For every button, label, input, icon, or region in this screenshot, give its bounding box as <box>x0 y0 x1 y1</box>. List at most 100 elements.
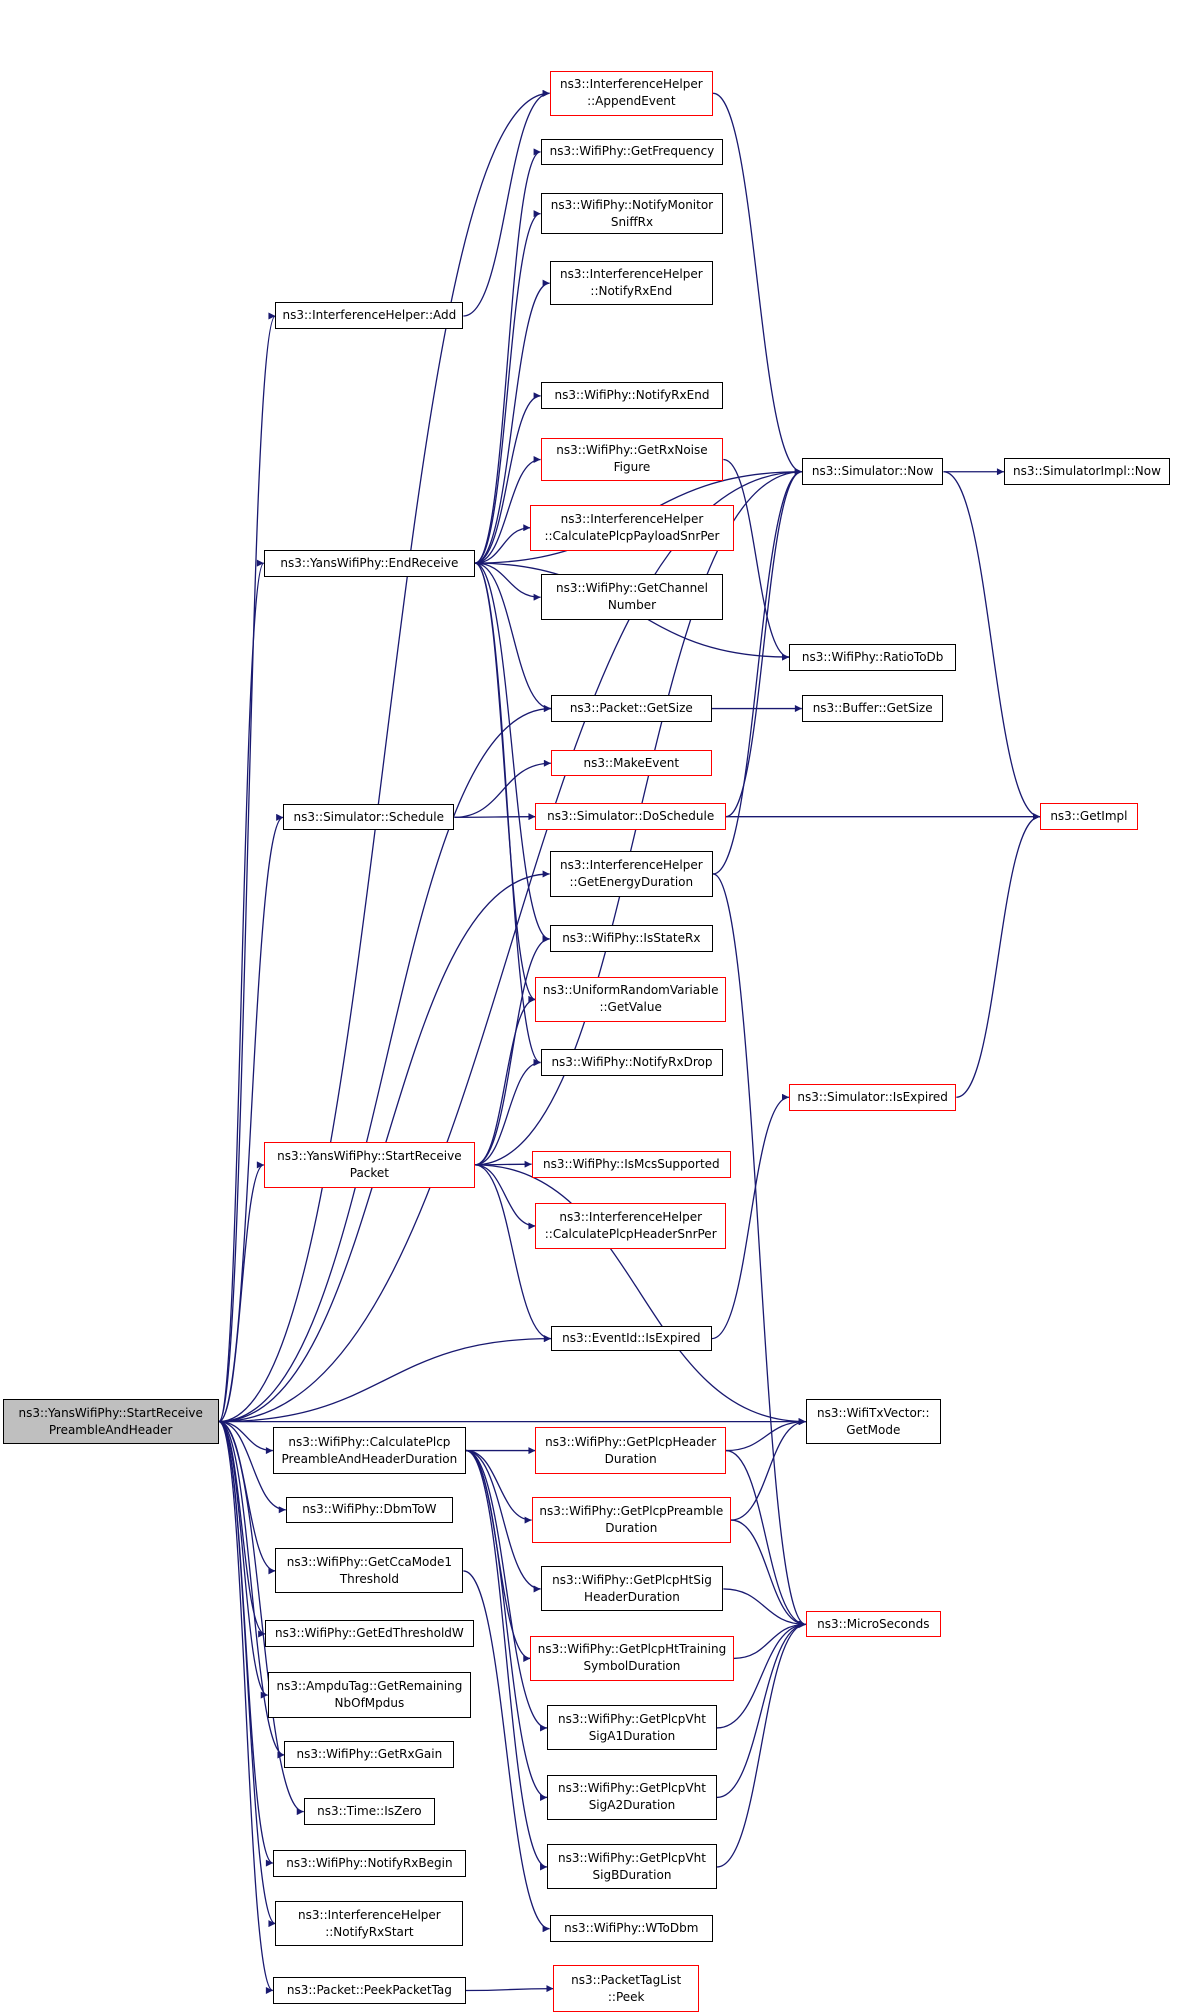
node-sim-schedule[interactable]: ns3::Simulator::Schedule <box>283 804 455 831</box>
node-time-iszero[interactable]: ns3::Time::IsZero <box>303 1798 436 1826</box>
edge-sim-schedule-to-makeevent <box>454 759 551 818</box>
edge-endreceive-to-getrxnoisefigure <box>474 456 541 564</box>
node-getenergyduration[interactable]: ns3::InterferenceHelper ::GetEnergyDurat… <box>549 850 714 898</box>
node-ih-notifyrxend[interactable]: ns3::InterferenceHelper ::NotifyRxEnd <box>549 261 714 306</box>
edge-calcplcppreambleheader-to-getplcphtsig <box>465 1449 541 1593</box>
node-ih-add[interactable]: ns3::InterferenceHelper::Add <box>275 302 464 330</box>
node-isstaterx[interactable]: ns3::WifiPhy::IsStateRx <box>549 925 714 953</box>
edge-endreceive-to-wp-notifyrxend <box>474 392 541 564</box>
node-getchannelnumber[interactable]: ns3::WifiPhy::GetChannel Number <box>540 574 724 621</box>
node-simimpl-now[interactable]: ns3::SimulatorImpl::Now <box>1003 458 1170 486</box>
edge-getplcpheaderduration-to-microseconds <box>725 1449 806 1628</box>
edge-getplcpvhtsiga1-to-microseconds <box>716 1620 806 1729</box>
edge-calcplcppreambleheader-to-getplcppreambleduration <box>465 1449 532 1524</box>
node-makeevent[interactable]: ns3::MakeEvent <box>550 750 712 777</box>
edge-calcplcppreambleheader-to-getplcpvhtsiga2 <box>465 1449 548 1801</box>
node-getimpl[interactable]: ns3::GetImpl <box>1039 803 1138 831</box>
edge-startreceivepacket-to-calcheadersnr <box>474 1164 536 1230</box>
edge-peekpackettag-to-packettaglist-peek <box>465 1985 554 1993</box>
node-getccamode1[interactable]: ns3::WifiPhy::GetCcaMode1 Threshold <box>275 1548 464 1594</box>
node-peekpackettag[interactable]: ns3::Packet::PeekPacketTag <box>272 1977 466 2005</box>
edge-root-to-getrxgain <box>218 1420 285 1759</box>
edge-startreceivepacket-to-uniform-getvalue <box>474 995 536 1166</box>
edge-calcplcppreambleheader-to-getplcpvhtsigb <box>465 1449 548 1871</box>
edge-startreceivepacket-to-isstaterx <box>474 935 550 1166</box>
node-sim-isexpired[interactable]: ns3::Simulator::IsExpired <box>789 1083 957 1111</box>
node-getplcpvhtsigb[interactable]: ns3::WifiPhy::GetPlcpVht SigBDuration <box>547 1844 717 1890</box>
edge-endreceive-to-getchannelnumber <box>474 562 541 601</box>
edge-root-to-peekpackettag <box>218 1420 274 1994</box>
node-getrxgain[interactable]: ns3::WifiPhy::GetRxGain <box>284 1741 455 1769</box>
node-endreceive[interactable]: ns3::YansWifiPhy::EndReceive <box>263 549 475 577</box>
edge-root-to-eventid-isexpired <box>218 1335 551 1423</box>
node-packettaglist-peek[interactable]: ns3::PacketTagList ::Peek <box>553 1965 699 2012</box>
node-appendevent[interactable]: ns3::InterferenceHelper ::AppendEvent <box>549 70 714 116</box>
edge-endreceive-to-packet-getsize <box>474 562 551 713</box>
node-getrxnoisefigure[interactable]: ns3::WifiPhy::GetRxNoise Figure <box>540 437 724 482</box>
edge-root-to-getedthreshold <box>218 1420 266 1638</box>
edge-root-to-ih-add <box>218 312 277 1423</box>
edge-getplcpvhtsigb-to-microseconds <box>716 1620 806 1868</box>
edge-endreceive-to-notifymonitorsniffrx <box>474 210 541 564</box>
edge-sim-now-to-getimpl <box>943 471 1041 821</box>
node-getplcppreambleduration[interactable]: ns3::WifiPhy::GetPlcpPreamble Duration <box>531 1496 732 1544</box>
node-ih-notifyrxstart[interactable]: ns3::InterferenceHelper ::NotifyRxStart <box>275 1901 464 1947</box>
node-root: ns3::YansWifiPhy::StartReceive PreambleA… <box>2 1399 219 1445</box>
node-wp-notifyrxend[interactable]: ns3::WifiPhy::NotifyRxEnd <box>540 382 724 410</box>
node-getplcpvhtsiga1[interactable]: ns3::WifiPhy::GetPlcpVht SigA1Duration <box>547 1705 717 1751</box>
node-packet-getsize[interactable]: ns3::Packet::GetSize <box>550 695 712 723</box>
node-wtodbm[interactable]: ns3::WifiPhy::WToDbm <box>549 1915 714 1943</box>
edge-root-to-startreceivepacket <box>218 1161 265 1423</box>
node-microseconds[interactable]: ns3::MicroSeconds <box>805 1611 941 1638</box>
node-calcpayloadsnr[interactable]: ns3::InterferenceHelper ::CalculatePlcpP… <box>530 504 734 551</box>
node-getplcpvhtsiga2[interactable]: ns3::WifiPhy::GetPlcpVht SigA2Duration <box>547 1774 717 1820</box>
edge-getplcppreambleduration-to-microseconds <box>731 1519 806 1628</box>
edge-endreceive-to-notifyrxdrop <box>474 562 541 1066</box>
edge-root-to-endreceive <box>218 559 265 1423</box>
edge-root-to-ampdutag <box>218 1420 268 1699</box>
edge-calcplcppreambleheader-to-getplcpvhtsiga1 <box>465 1449 548 1732</box>
node-sim-doschedule[interactable]: ns3::Simulator::DoSchedule <box>535 803 726 831</box>
edge-getplcpheaderduration-to-wifitxvector-getmode <box>725 1418 806 1452</box>
edge-getplcppreambleduration-to-wifitxvector-getmode <box>731 1418 806 1521</box>
edge-sim-doschedule-to-sim-now <box>725 468 803 818</box>
node-eventid-isexpired[interactable]: ns3::EventId::IsExpired <box>550 1325 712 1352</box>
node-ampdutag[interactable]: ns3::AmpduTag::GetRemaining NbOfMpdus <box>267 1671 472 1719</box>
edge-endreceive-to-getfrequency <box>474 148 541 564</box>
edge-getplcphtsig-to-microseconds <box>723 1588 806 1628</box>
edge-getenergyduration-to-sim-now <box>712 468 802 875</box>
node-ratiotodb[interactable]: ns3::WifiPhy::RatioToDb <box>789 643 957 671</box>
edge-getplcphttraining-to-microseconds <box>733 1620 806 1660</box>
node-buffer-getsize[interactable]: ns3::Buffer::GetSize <box>801 695 944 723</box>
edge-startreceivepacket-to-wifitxvector-getmode <box>474 1164 806 1426</box>
node-getplcpheaderduration[interactable]: ns3::WifiPhy::GetPlcpHeader Duration <box>535 1427 726 1474</box>
edge-getenergyduration-to-microseconds <box>712 873 806 1628</box>
node-calcheadersnr[interactable]: ns3::InterferenceHelper ::CalculatePlcpH… <box>535 1203 726 1249</box>
node-startreceivepacket[interactable]: ns3::YansWifiPhy::StartReceive Packet <box>263 1141 475 1188</box>
node-notifyrxbegin[interactable]: ns3::WifiPhy::NotifyRxBegin <box>272 1849 466 1877</box>
node-getedthreshold[interactable]: ns3::WifiPhy::GetEdThresholdW <box>265 1620 474 1648</box>
edge-getccamode1-to-wtodbm <box>463 1570 550 1933</box>
edge-startreceivepacket-to-eventid-isexpired <box>474 1164 551 1343</box>
node-getplcphttraining[interactable]: ns3::WifiPhy::GetPlcpHtTraining SymbolDu… <box>530 1635 734 1681</box>
edge-root-to-ih-notifyrxstart <box>218 1420 276 1927</box>
edges <box>218 89 1041 1994</box>
node-getfrequency[interactable]: ns3::WifiPhy::GetFrequency <box>540 139 724 165</box>
node-ismcssupported[interactable]: ns3::WifiPhy::IsMcsSupported <box>531 1150 732 1178</box>
edge-root-to-appendevent <box>218 89 550 1423</box>
edge-root-to-calcplcppreambleheader <box>218 1420 273 1455</box>
node-uniform-getvalue[interactable]: ns3::UniformRandomVariable ::GetValue <box>535 976 726 1022</box>
node-dbmtow[interactable]: ns3::WifiPhy::DbmToW <box>285 1496 454 1523</box>
edge-endreceive-to-calcpayloadsnr <box>474 524 531 564</box>
edge-getrxnoisefigure-to-ratiotodb <box>723 458 790 661</box>
edge-appendevent-to-sim-now <box>712 92 802 476</box>
node-notifymonitorsniffrx[interactable]: ns3::WifiPhy::NotifyMonitor SniffRx <box>540 193 724 235</box>
edge-endreceive-to-ih-notifyrxend <box>474 279 550 564</box>
edge-startreceivepacket-to-notifyrxdrop <box>474 1059 541 1166</box>
node-getplcphtsig[interactable]: ns3::WifiPhy::GetPlcpHtSig HeaderDuratio… <box>540 1566 724 1612</box>
node-wifitxvector-getmode[interactable]: ns3::WifiTxVector:: GetMode <box>805 1399 941 1445</box>
node-notifyrxdrop[interactable]: ns3::WifiPhy::NotifyRxDrop <box>540 1049 724 1077</box>
node-calcplcppreambleheader[interactable]: ns3::WifiPhy::CalculatePlcp PreambleAndH… <box>272 1427 466 1474</box>
node-sim-now[interactable]: ns3::Simulator::Now <box>801 458 944 486</box>
